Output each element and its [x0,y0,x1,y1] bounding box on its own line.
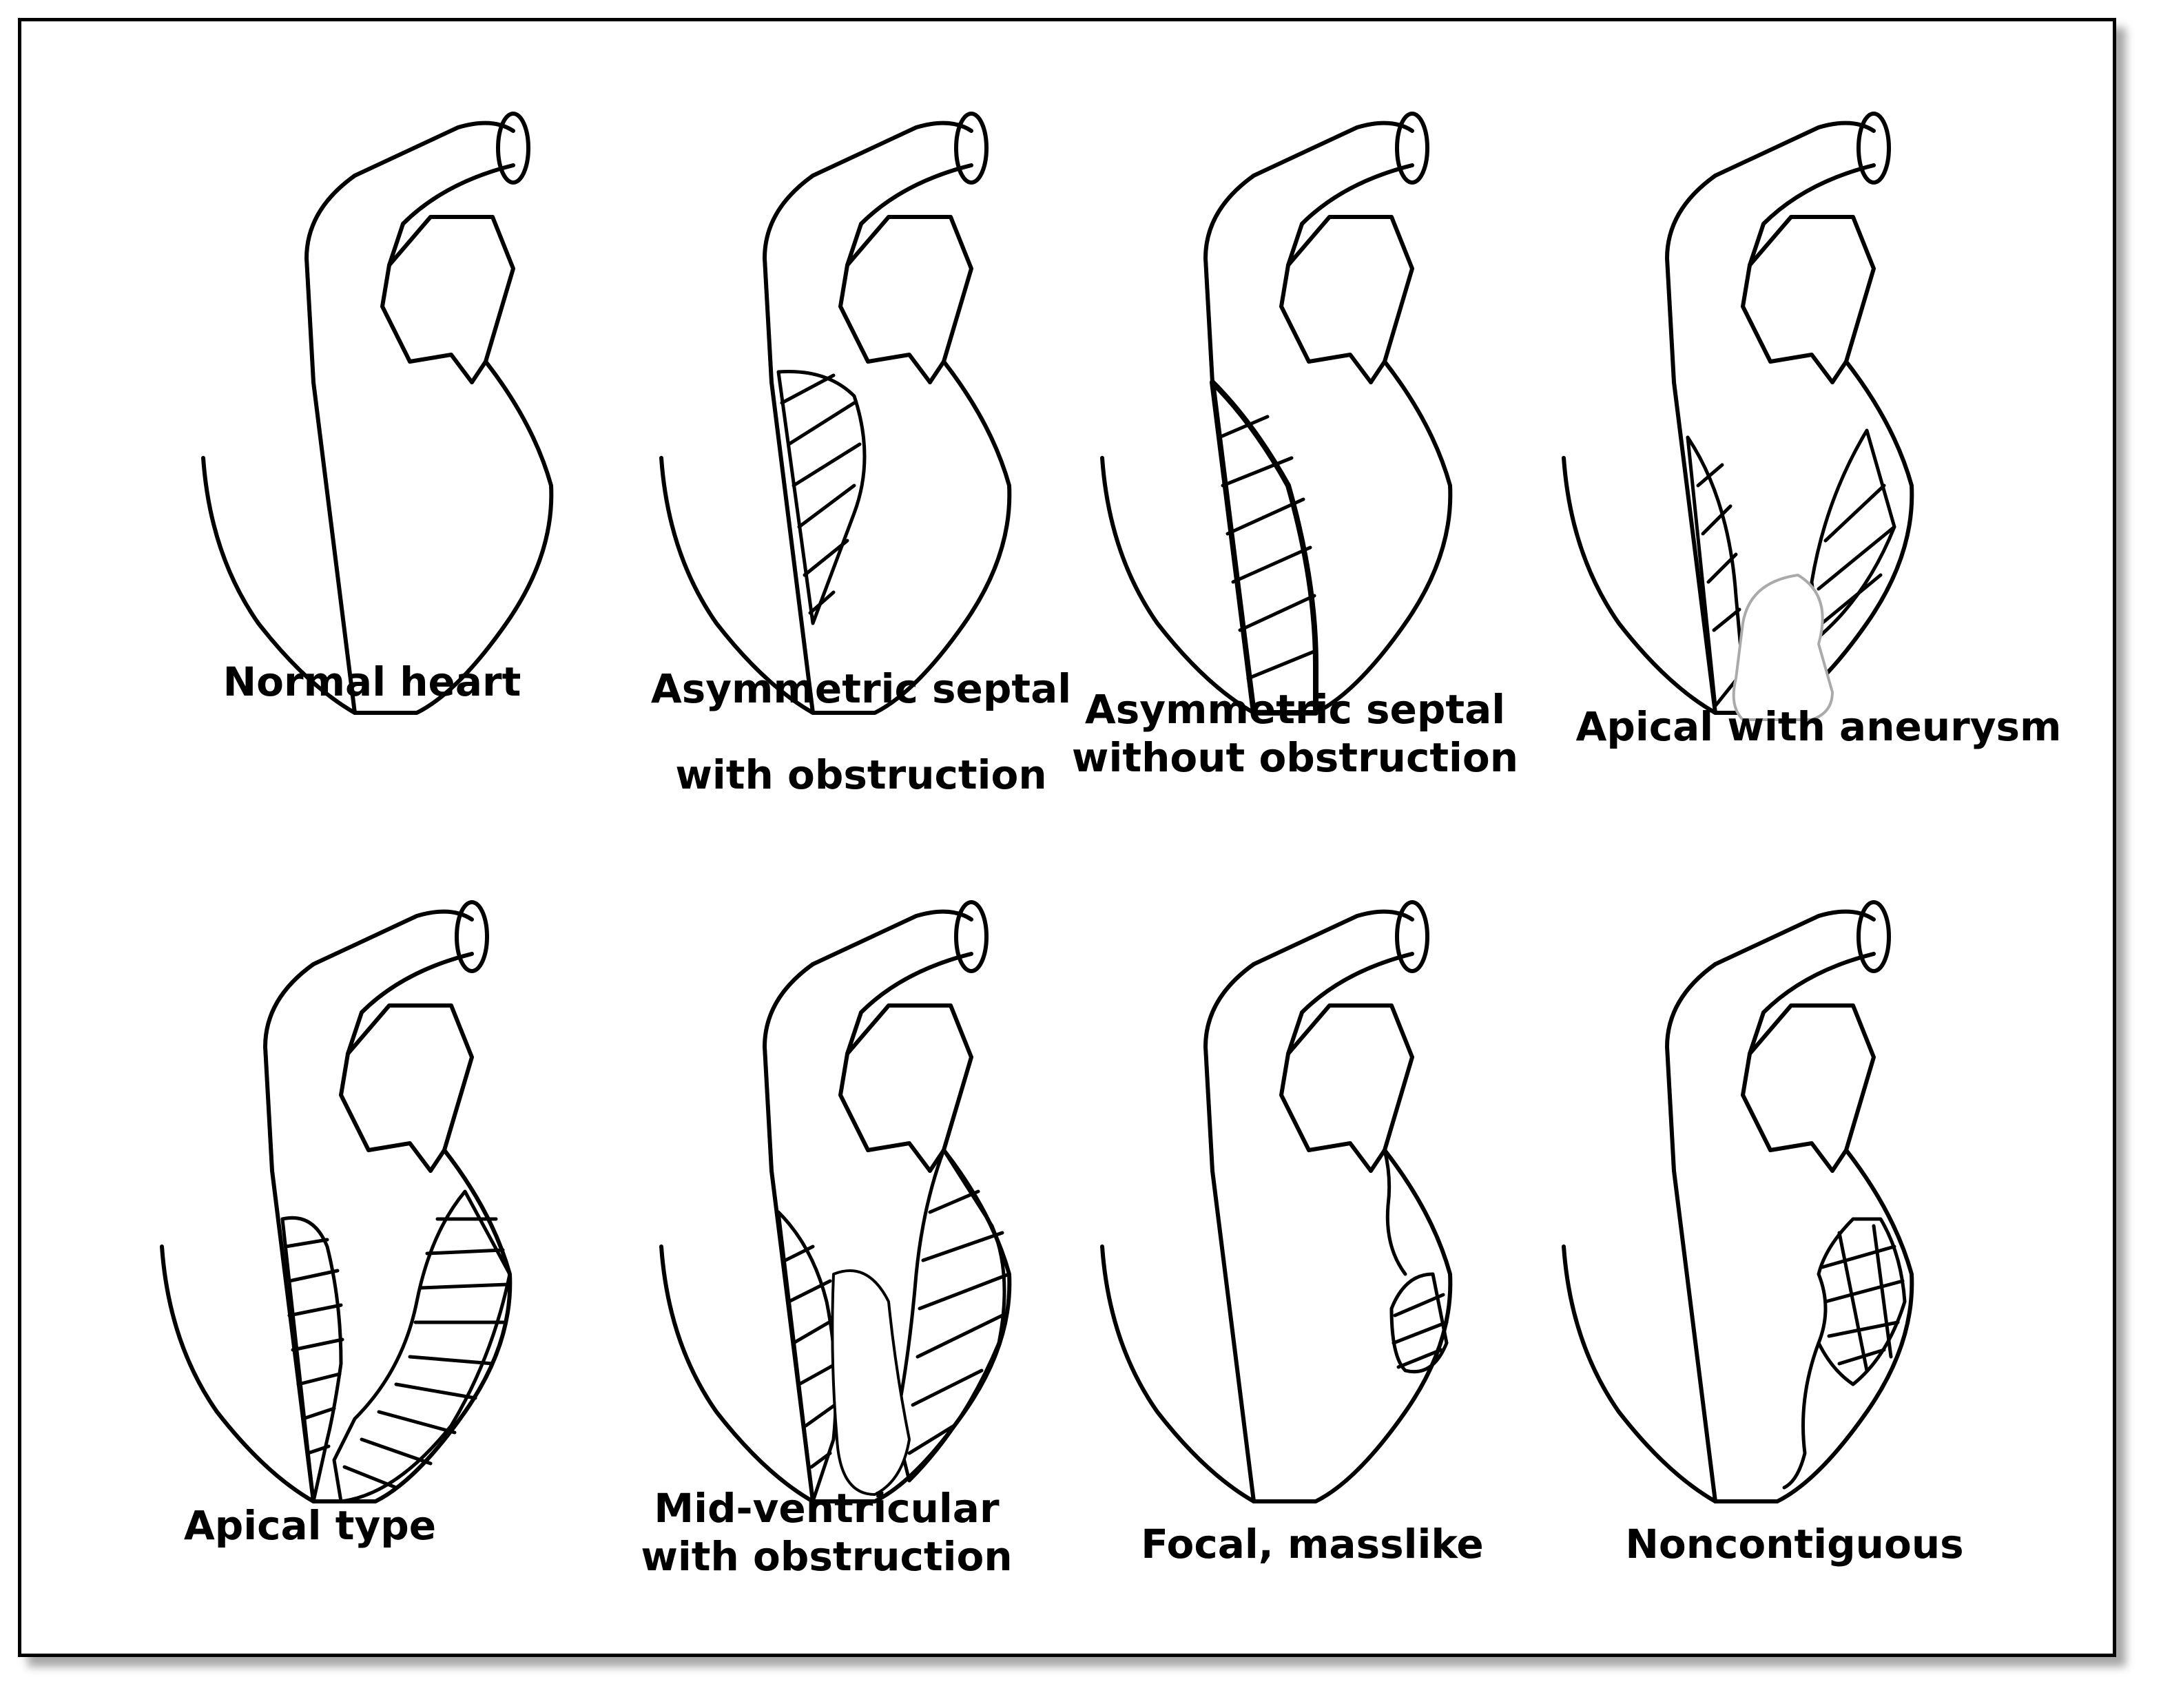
label-asymmetric-septal-with-obstruction-line2: with obstruction [675,751,1046,798]
septal-thickening-hatch [1210,379,1318,716]
label-asymmetric-septal-without-obstruction-line2: without obstruction [1072,734,1518,781]
panel-apical-with-aneurysm [1564,114,1912,721]
label-asymmetric-septal-without-obstruction-line1: Asymmetric septal [1085,686,1505,733]
label-mid-ventricular-with-obstruction-line2: with obstruction [641,1533,1012,1580]
panel-asymmetric-septal-with-obstruction [661,114,1009,713]
label-noncontiguous: Noncontiguous [1625,1521,1963,1568]
aneurysm-pouch [1732,574,1834,721]
panel-focal-masslike [1102,902,1450,1501]
panel-apical-type [162,902,510,1501]
label-normal-heart: Normal heart [223,658,521,705]
label-apical-type: Apical type [184,1502,436,1549]
figure-frame [18,18,2116,1657]
panel-asymmetric-septal-without-obstruction [1102,114,1450,716]
septal-thickening-hatch [776,369,867,625]
mid-cavity [831,1269,911,1496]
panel-normal-heart [203,114,551,713]
label-mid-ventricular-with-obstruction-line1: Mid-ventricular [654,1485,1000,1532]
label-asymmetric-septal-with-obstruction-line1: Asymmetric septal [651,665,1071,712]
label-apical-with-aneurysm: Apical with aneurysm [1576,703,2062,750]
label-focal-masslike: Focal, masslike [1141,1521,1483,1568]
panel-mid-ventricular-with-obstruction [661,902,1009,1501]
panel-noncontiguous [1564,902,1912,1501]
